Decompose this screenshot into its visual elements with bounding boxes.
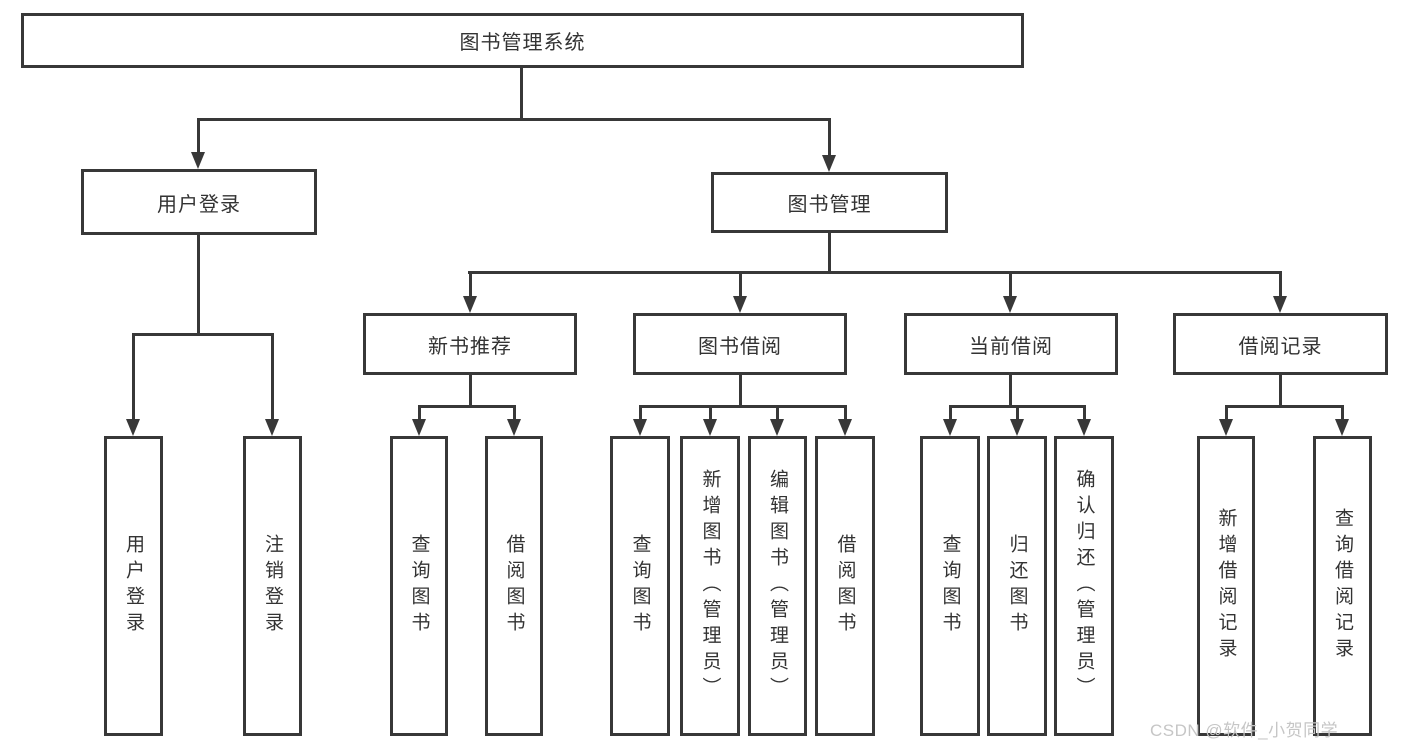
connector-leaf <box>1341 405 1344 421</box>
leaf-borrow-borrow-book: 借阅图书 <box>815 436 875 736</box>
leaf-label: 查询借阅记录 <box>1332 508 1353 664</box>
leaf-label: 归还图书 <box>1006 534 1028 638</box>
leaf-borrow-edit-book-admin: 编辑图书（管理员） <box>748 436 807 736</box>
connector-book-management-trunk <box>828 233 831 274</box>
connector-leaf <box>949 405 952 421</box>
connector-leaf <box>844 405 847 421</box>
leaf-label: 确认归还（管理员） <box>1073 469 1095 703</box>
node-current-borrow: 当前借阅 <box>904 313 1118 375</box>
leaf-label: 借阅图书 <box>503 534 525 638</box>
connector-to-new-book-recommend <box>469 271 472 298</box>
arrow-down-icon <box>1335 419 1349 436</box>
connector-current-borrow-trunk <box>1009 375 1012 408</box>
node-label: 图书借阅 <box>698 335 782 358</box>
connector-book-borrow-hbar <box>639 405 847 408</box>
connector-user-login-trunk <box>197 235 200 336</box>
csdn-watermark: CSDN @软件_小贺同学 <box>1150 721 1339 740</box>
node-label: 当前借阅 <box>969 335 1053 358</box>
connector-to-leaf-user-login <box>132 333 135 419</box>
connector-borrow-records-hbar <box>1225 405 1343 408</box>
connector-to-user-login <box>197 118 200 154</box>
arrow-down-icon <box>1003 296 1017 313</box>
connector-to-book-management <box>828 118 831 157</box>
connector-leaf <box>418 405 421 421</box>
leaf-newbook-borrow-book: 借阅图书 <box>485 436 543 736</box>
node-label: 新书推荐 <box>428 335 512 358</box>
leaf-borrow-query-book: 查询图书 <box>610 436 670 736</box>
leaf-label: 新增借阅记录 <box>1215 508 1237 664</box>
connector-level2-hbar <box>197 118 831 121</box>
arrow-down-icon <box>507 419 521 436</box>
leaf-current-confirm-return-admin: 确认归还（管理员） <box>1054 436 1114 736</box>
leaf-label: 借阅图书 <box>834 534 856 638</box>
leaf-current-query-book: 查询图书 <box>920 436 980 736</box>
connector-leaf <box>1225 405 1228 421</box>
node-label: 用户登录 <box>157 193 241 216</box>
connector-borrow-records-trunk <box>1279 375 1282 408</box>
node-borrow-records: 借阅记录 <box>1173 313 1388 375</box>
leaf-label: 编辑图书（管理员） <box>767 469 788 703</box>
arrow-down-icon <box>733 296 747 313</box>
leaf-label: 用户登录 <box>123 534 144 638</box>
arrow-down-icon <box>265 419 279 436</box>
connector-new-book-hbar <box>418 405 516 408</box>
arrow-down-icon <box>412 419 426 436</box>
connector-leaf <box>639 405 642 421</box>
leaf-logout: 注销登录 <box>243 436 302 736</box>
node-root: 图书管理系统 <box>21 13 1024 68</box>
connector-to-borrow-records <box>1279 271 1282 298</box>
arrow-down-icon <box>1219 419 1233 436</box>
connector-level3-hbar <box>468 271 1281 274</box>
arrow-down-icon <box>703 419 717 436</box>
leaf-label: 查询图书 <box>408 534 430 638</box>
leaf-borrow-add-book-admin: 新增图书（管理员） <box>680 436 740 736</box>
arrow-down-icon <box>463 296 477 313</box>
connector-leaf <box>776 405 779 421</box>
connector-book-borrow-trunk <box>739 375 742 408</box>
leaf-label: 注销登录 <box>262 534 283 638</box>
arrow-down-icon <box>191 152 205 169</box>
arrow-down-icon <box>126 419 140 436</box>
connector-root-trunk <box>520 66 523 119</box>
node-user-login: 用户登录 <box>81 169 317 235</box>
connector-to-book-borrow <box>739 271 742 298</box>
leaf-current-return-book: 归还图书 <box>987 436 1047 736</box>
connector-leaf <box>1083 405 1086 421</box>
connector-leaf <box>1016 405 1019 421</box>
connector-leaf <box>513 405 516 421</box>
arrow-down-icon <box>1010 419 1024 436</box>
arrow-down-icon <box>838 419 852 436</box>
connector-to-leaf-logout <box>271 333 274 419</box>
arrow-down-icon <box>943 419 957 436</box>
node-book-management: 图书管理 <box>711 172 948 233</box>
leaf-label: 查询图书 <box>939 534 961 638</box>
node-label: 借阅记录 <box>1238 335 1323 358</box>
node-new-book-recommend: 新书推荐 <box>363 313 577 375</box>
node-label: 图书管理 <box>787 194 872 216</box>
connector-leaf <box>709 405 712 421</box>
connector-user-login-hbar <box>132 333 274 336</box>
leaf-label: 查询图书 <box>629 534 651 638</box>
connector-to-current-borrow <box>1009 271 1012 298</box>
arrow-down-icon <box>1273 296 1287 313</box>
leaf-records-add-record: 新增借阅记录 <box>1197 436 1255 736</box>
leaf-label: 新增图书（管理员） <box>699 469 721 703</box>
arrow-down-icon <box>770 419 784 436</box>
connector-new-book-trunk <box>469 375 472 408</box>
node-label: 图书管理系统 <box>459 32 586 54</box>
leaf-records-query-record: 查询借阅记录 <box>1313 436 1372 736</box>
arrow-down-icon <box>1077 419 1091 436</box>
node-book-borrow: 图书借阅 <box>633 313 847 375</box>
arrow-down-icon <box>633 419 647 436</box>
leaf-user-login: 用户登录 <box>104 436 163 736</box>
arrow-down-icon <box>822 155 836 172</box>
leaf-newbook-query-book: 查询图书 <box>390 436 448 736</box>
